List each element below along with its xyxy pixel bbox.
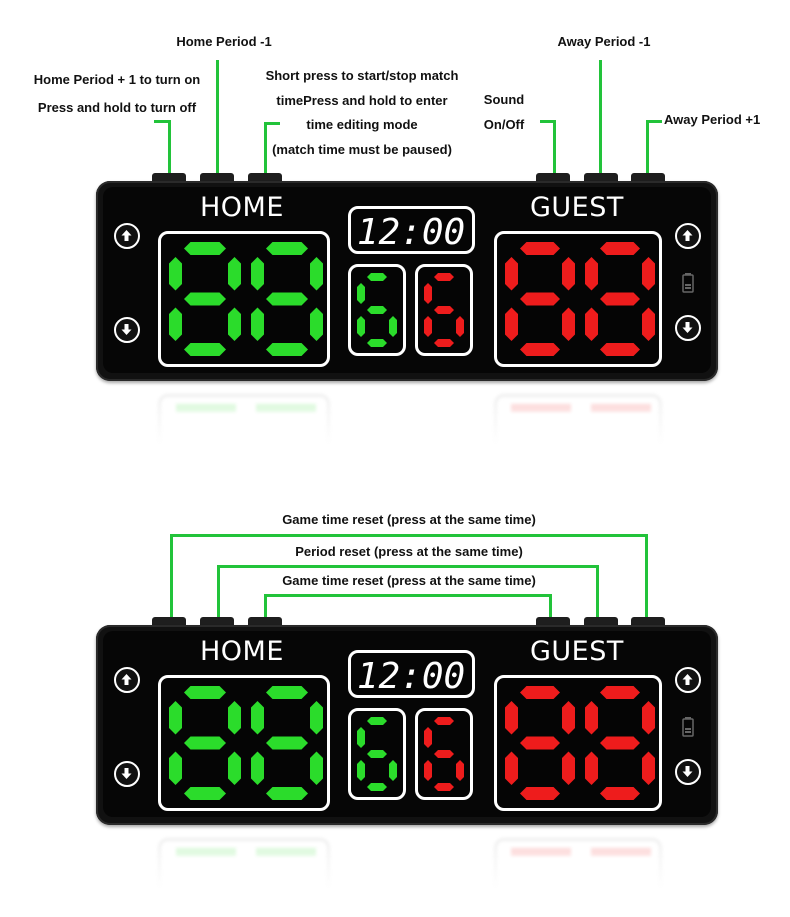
callout-line [264, 122, 267, 174]
guest-down-arrow-icon [675, 759, 701, 785]
timer-label-line4: (match time must be paused) [272, 142, 452, 157]
guest-up-arrow-icon [675, 667, 701, 693]
clock-digits: 12:00 [357, 212, 465, 253]
callout-line [645, 534, 648, 618]
scoreboard-reflection [96, 386, 718, 446]
home-period-minus-button[interactable] [200, 617, 234, 626]
home-period-digit [357, 273, 397, 347]
home-period-plus-button[interactable] [152, 617, 186, 626]
callout-line [170, 534, 648, 537]
callout-line [170, 534, 173, 618]
sound-label-line1: Sound [483, 92, 525, 107]
sound-button[interactable] [536, 173, 570, 182]
guest-period-digit [424, 717, 464, 791]
away-period-minus-button[interactable] [584, 173, 618, 182]
middle-reset-label: Period reset (press at the same time) [295, 544, 523, 559]
guest-down-arrow-icon [675, 315, 701, 341]
home-period-plus-label-line1: Home Period + 1 to turn on [33, 72, 201, 87]
callout-line [596, 565, 599, 618]
outer-reset-label: Game time reset (press at the same time) [282, 512, 536, 527]
home-down-arrow-icon [114, 761, 140, 787]
sound-button[interactable] [536, 617, 570, 626]
sound-label-line2: On/Off [483, 117, 525, 132]
timer-label-line2: timePress and hold to enter [276, 93, 448, 108]
clock-text: 12:00 [357, 212, 465, 251]
home-score-digit [251, 242, 323, 356]
clock-display: 12:00 [348, 650, 475, 698]
guest-period-digit [424, 273, 464, 347]
callout-line [216, 60, 219, 174]
home-score-box [158, 675, 330, 811]
scoreboard-top: HOME GUEST 12:00 [96, 181, 718, 381]
callout-line [549, 594, 552, 618]
home-period-box [348, 708, 406, 800]
guest-label: GUEST [530, 192, 624, 223]
guest-label: GUEST [530, 636, 624, 667]
home-score-digit [169, 686, 241, 800]
callout-line [217, 565, 599, 568]
battery-icon [682, 273, 694, 298]
home-down-arrow-icon [114, 317, 140, 343]
callout-line [154, 120, 170, 123]
guest-score-box [494, 231, 662, 367]
away-period-minus-label: Away Period -1 [557, 34, 651, 49]
away-period-plus-label: Away Period +1 [664, 112, 761, 127]
home-period-digit [357, 717, 397, 791]
callout-line [264, 594, 552, 597]
home-label: HOME [200, 636, 284, 667]
guest-period-box [415, 264, 473, 356]
clock-display: 12:00 [348, 206, 475, 254]
home-score-digit [251, 686, 323, 800]
guest-score-box [494, 675, 662, 811]
callout-line [168, 120, 171, 174]
home-label: HOME [200, 192, 284, 223]
home-period-minus-button[interactable] [200, 173, 234, 182]
guest-period-box [415, 708, 473, 800]
callout-line [599, 60, 602, 174]
callout-line [540, 120, 556, 123]
away-period-plus-button[interactable] [631, 617, 665, 626]
callout-line [646, 120, 662, 123]
timer-button[interactable] [248, 173, 282, 182]
timer-label-line3: time editing mode [306, 117, 418, 132]
home-up-arrow-icon [114, 667, 140, 693]
home-score-box [158, 231, 330, 367]
clock-text: 12:00 [357, 656, 465, 695]
clock-digits: 12:00 [357, 656, 465, 697]
away-period-plus-button[interactable] [631, 173, 665, 182]
timer-button[interactable] [248, 617, 282, 626]
callout-line [646, 120, 649, 174]
home-period-plus-button[interactable] [152, 173, 186, 182]
inner-reset-label: Game time reset (press at the same time) [282, 573, 536, 588]
battery-icon [682, 717, 694, 742]
guest-score-digit [505, 686, 575, 800]
scoreboard-reflection [96, 830, 718, 890]
timer-label-line1: Short press to start/stop match [265, 68, 459, 83]
callout-line [553, 120, 556, 174]
scoreboard-bottom: HOME GUEST 12:00 [96, 625, 718, 825]
guest-score-digit [585, 242, 655, 356]
callout-line [264, 122, 280, 125]
home-period-box [348, 264, 406, 356]
home-score-digit [169, 242, 241, 356]
callout-line [264, 594, 267, 618]
home-period-minus-label: Home Period -1 [176, 34, 272, 49]
away-period-minus-button[interactable] [584, 617, 618, 626]
callout-line [217, 565, 220, 618]
home-up-arrow-icon [114, 223, 140, 249]
guest-score-digit [505, 242, 575, 356]
home-period-plus-label-line2: Press and hold to turn off [37, 100, 197, 115]
guest-score-digit [585, 686, 655, 800]
guest-up-arrow-icon [675, 223, 701, 249]
